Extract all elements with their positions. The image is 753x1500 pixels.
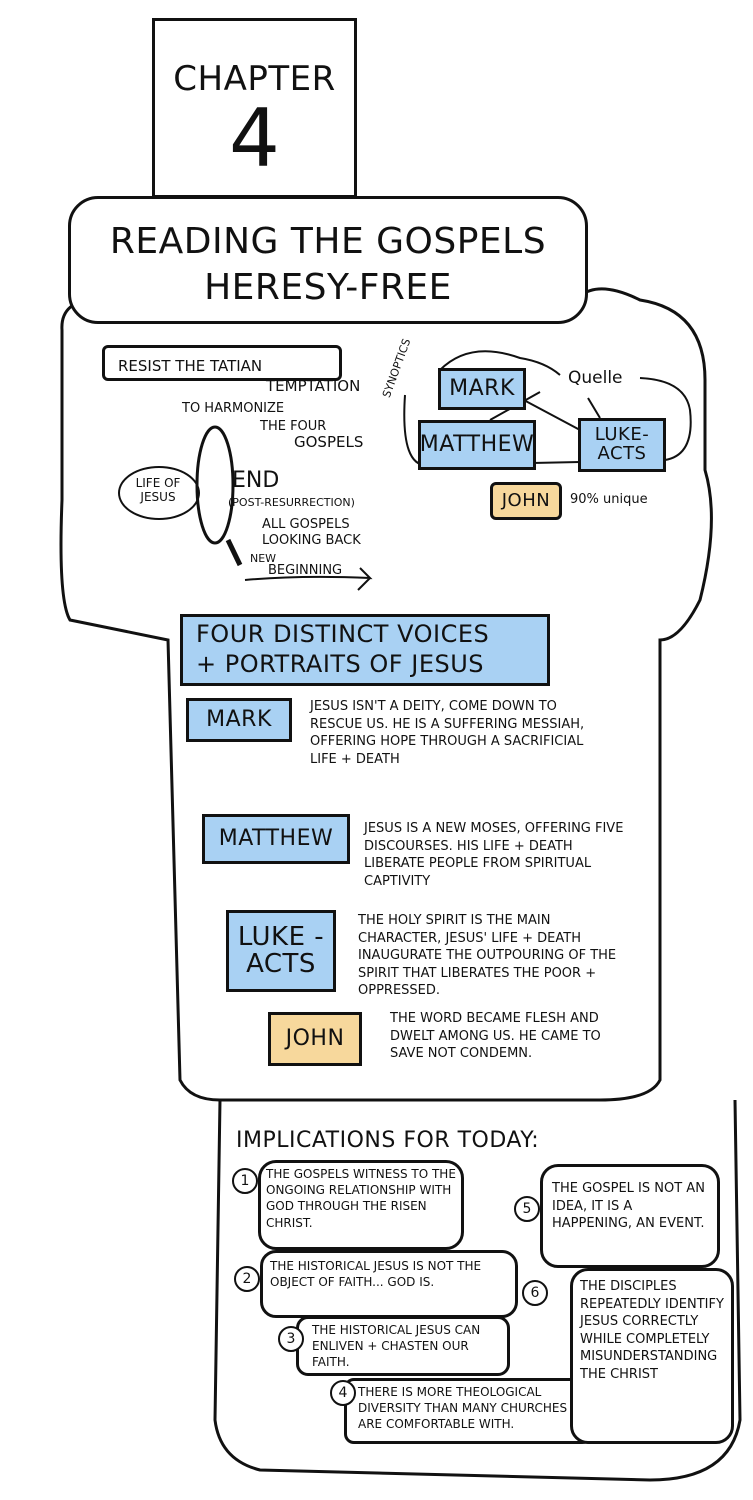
chapter-label: CHAPTER bbox=[173, 59, 336, 99]
voice-john-text: The Word became flesh and dwelt among us… bbox=[390, 1011, 601, 1062]
life-of-jesus-label: LIFE of JESUS bbox=[135, 476, 181, 505]
implication-text-4: There is more theological diversity than… bbox=[358, 1385, 568, 1432]
implication-number-3: 3 bbox=[278, 1326, 304, 1352]
john-note: 90% unique bbox=[570, 492, 648, 507]
tatian-line5: GOSPELS bbox=[294, 433, 364, 451]
implication-text-1: The Gospels witness to the ongoing relat… bbox=[266, 1167, 456, 1230]
voices-title-line1: FOUR DISTINCT VOICES bbox=[196, 620, 490, 648]
tatian-line4: THE FOUR bbox=[260, 419, 327, 434]
new-label: NEW bbox=[250, 552, 277, 565]
implication-number-4: 4 bbox=[330, 1380, 356, 1406]
implication-5 bbox=[540, 1164, 720, 1268]
chapter-box: CHAPTER 4 bbox=[152, 18, 357, 198]
implication-number-6: 6 bbox=[522, 1280, 548, 1306]
implications-title: IMPLICATIONS FOR TODAY: bbox=[236, 1128, 540, 1153]
implication-4 bbox=[344, 1378, 592, 1444]
implication-number-5: 5 bbox=[514, 1196, 540, 1222]
title-line2: HERESY-FREE bbox=[204, 267, 452, 308]
voices-title-box bbox=[180, 614, 550, 686]
quelle-label: Quelle bbox=[568, 368, 623, 388]
voice-matthew-text: Jesus is a new Moses, offering five disc… bbox=[364, 821, 624, 889]
post-resurrection-label: (POST-RESURRECTION) bbox=[228, 496, 355, 509]
john-box-diagram: JOHN bbox=[490, 482, 562, 520]
tatian-line1: RESIST THE TATIAN bbox=[118, 357, 263, 375]
implication-3 bbox=[296, 1316, 510, 1376]
life-of-jesus-cloud bbox=[118, 466, 200, 520]
implication-2 bbox=[260, 1250, 518, 1318]
voice-luke-acts-label: LUKE -ACTS bbox=[226, 910, 336, 992]
tatian-line2: TEMPTATION bbox=[266, 377, 361, 395]
mark-box: MARK bbox=[438, 368, 526, 410]
voices-title-line2: + PORTRAITS of JESUS bbox=[196, 650, 485, 678]
voice-matthew-label: MATTHEW bbox=[202, 814, 350, 864]
voice-mark-label: MARK bbox=[186, 698, 292, 742]
implication-6 bbox=[570, 1268, 734, 1444]
implication-text-2: The historical Jesus is not the object o… bbox=[270, 1259, 482, 1290]
beginning-label: BEGINNING bbox=[268, 563, 343, 578]
looking-back-line2: LOOKING BACK bbox=[262, 533, 361, 548]
end-label: END bbox=[232, 468, 280, 493]
implication-1 bbox=[258, 1160, 464, 1250]
tatian-box bbox=[102, 345, 342, 381]
implication-text-5: The Gospel is not an idea, it is a happe… bbox=[552, 1181, 705, 1232]
luke-acts-box: LUKE-ACTS bbox=[578, 418, 666, 472]
looking-back-line1: ALL GOSPELS bbox=[262, 517, 350, 532]
implication-text-6: The disciples repeatedly identify Jesus … bbox=[580, 1279, 724, 1382]
chapter-number: 4 bbox=[229, 92, 280, 185]
tatian-line3: TO HARMONIZE bbox=[182, 401, 285, 416]
voice-luke-acts-text: The Holy Spirit is the main character, J… bbox=[358, 913, 617, 999]
implication-number-2: 2 bbox=[234, 1266, 260, 1292]
matthew-box: MATTHEW bbox=[418, 420, 536, 470]
implication-number-1: 1 bbox=[232, 1168, 258, 1194]
voice-mark-text: Jesus isn't a deity, come down to rescue… bbox=[310, 699, 585, 767]
voice-john-label: JOHN bbox=[268, 1012, 362, 1066]
title-box: READING THE GOSPELS HERESY-FREE bbox=[68, 196, 588, 324]
title-line1: READING THE GOSPELS bbox=[109, 221, 547, 262]
implication-text-3: The historical Jesus can enliven + chast… bbox=[312, 1323, 481, 1370]
